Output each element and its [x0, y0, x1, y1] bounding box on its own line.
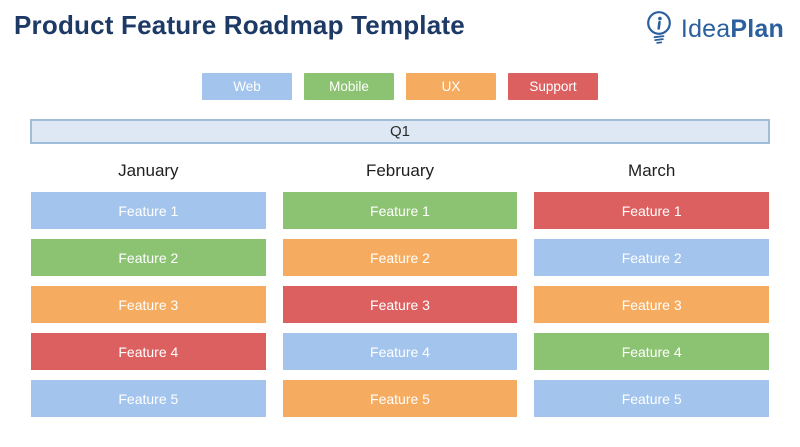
ideaplan-logo: IdeaPlan	[644, 10, 784, 48]
feature-bar: Feature 5	[31, 380, 266, 417]
feature-bar: Feature 4	[534, 333, 769, 370]
feature-bar: Feature 3	[31, 286, 266, 323]
feature-bar: Feature 3	[282, 286, 518, 323]
month-label: January	[118, 161, 179, 180]
feature-bar: Feature 4	[31, 333, 266, 370]
legend-chip-ux: UX	[406, 73, 496, 100]
month-column-january: January Feature 1 Feature 2 Feature 3 Fe…	[31, 160, 266, 427]
month-label: March	[628, 161, 676, 180]
feature-bar: Feature 4	[282, 333, 518, 370]
header: Product Feature Roadmap Template IdeaPla…	[0, 0, 800, 52]
roadmap-grid: January Feature 1 Feature 2 Feature 3 Fe…	[0, 160, 800, 427]
logo-word-plan: Plan	[730, 15, 784, 43]
month-column-february: February Feature 1 Feature 2 Feature 3 F…	[282, 160, 518, 427]
lightbulb-i-icon	[644, 10, 674, 48]
legend-chip-support: Support	[508, 73, 598, 100]
logo-word-idea: Idea	[680, 15, 731, 43]
feature-bar: Feature 1	[31, 192, 266, 229]
feature-bar: Feature 5	[534, 380, 769, 417]
feature-bar: Feature 1	[282, 192, 518, 229]
feature-bar: Feature 5	[282, 380, 518, 417]
feature-bar: Feature 3	[534, 286, 769, 323]
month-label: February	[365, 161, 434, 180]
category-legend: Web Mobile UX Support	[0, 73, 800, 100]
logo-wordmark: IdeaPlan	[681, 14, 784, 44]
legend-chip-mobile: Mobile	[304, 73, 394, 100]
feature-bar: Feature 1	[534, 192, 769, 229]
feature-bar: Feature 2	[282, 239, 518, 276]
feature-bar: Feature 2	[31, 239, 266, 276]
page-title: Product Feature Roadmap Template	[14, 10, 465, 40]
legend-chip-web: Web	[202, 73, 292, 100]
feature-bar: Feature 2	[534, 239, 769, 276]
month-column-march: March Feature 1 Feature 2 Feature 3 Feat…	[534, 160, 769, 427]
quarter-header: Q1	[30, 119, 770, 144]
